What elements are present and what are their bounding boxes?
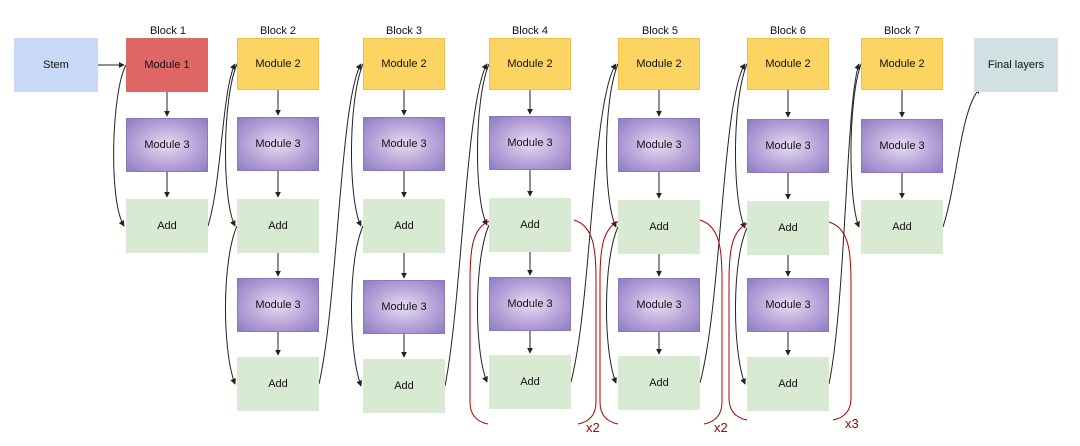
block-2-module-3-second: Module 3 bbox=[237, 278, 319, 332]
block-1-skip-arrow bbox=[113, 64, 127, 227]
block-2-to-block-3-arrow bbox=[318, 63, 362, 385]
block-2-add-second: Add bbox=[237, 357, 319, 411]
block-1-add: Add bbox=[126, 199, 208, 253]
repeat-label-block-4: x2 bbox=[586, 420, 600, 435]
block-6-add-second: Add bbox=[747, 357, 829, 411]
block-5-to-block-6-arrow bbox=[699, 63, 746, 384]
repeat-bracket-block-6-right bbox=[828, 221, 852, 421]
block-4-module-2: Module 2 bbox=[489, 38, 571, 90]
block-2-skip-arrow-1 bbox=[225, 63, 238, 227]
stem-box: Stem bbox=[14, 38, 98, 92]
block-3-skip-arrow-2 bbox=[351, 225, 364, 387]
block-6-skip-arrow-1 bbox=[735, 63, 748, 229]
block-5-label: Block 5 bbox=[641, 25, 679, 37]
block-6-to-block-7-arrow bbox=[828, 63, 861, 385]
block-1-label: Block 1 bbox=[149, 25, 187, 37]
block-4-label: Block 4 bbox=[511, 25, 549, 37]
block-5-add-second: Add bbox=[618, 356, 700, 410]
block-2-skip-arrow-2 bbox=[225, 225, 238, 385]
block-2-label: Block 2 bbox=[259, 25, 297, 37]
repeat-label-block-6: x3 bbox=[845, 416, 859, 431]
block-5-module-2: Module 2 bbox=[618, 38, 700, 90]
block-1-to-block-2-arrow bbox=[207, 63, 236, 227]
block-6-module-3-second: Module 3 bbox=[747, 278, 829, 332]
block-4-skip-arrow-2 bbox=[477, 224, 490, 383]
block-3-to-block-4-arrow bbox=[444, 63, 488, 387]
block-6-module-3: Module 3 bbox=[747, 119, 829, 173]
block-2-add: Add bbox=[237, 199, 319, 253]
block-7-to-final-arrow bbox=[942, 87, 981, 228]
block-3-skip-arrow-1 bbox=[351, 63, 364, 227]
block-3-label: Block 3 bbox=[385, 25, 423, 37]
block-7-module-3: Module 3 bbox=[861, 119, 943, 173]
block-7-add: Add bbox=[861, 200, 943, 254]
block-5-module-3: Module 3 bbox=[618, 118, 700, 172]
block-4-module-3: Module 3 bbox=[489, 116, 571, 170]
block-2-module-3: Module 3 bbox=[237, 117, 319, 171]
repeat-bracket-block-5-right bbox=[699, 219, 723, 425]
block-6-add: Add bbox=[747, 201, 829, 255]
block-7-module-2: Module 2 bbox=[861, 38, 943, 90]
block-3-add-second: Add bbox=[363, 359, 445, 413]
block-1-module-3: Module 3 bbox=[126, 118, 208, 172]
repeat-bracket-block-4-right bbox=[573, 219, 597, 425]
block-3-module-2: Module 2 bbox=[363, 38, 445, 90]
block-5-skip-arrow-1 bbox=[606, 63, 619, 228]
block-5-skip-arrow-2 bbox=[606, 226, 619, 384]
block-6-module-2: Module 2 bbox=[747, 38, 829, 90]
block-4-add: Add bbox=[489, 198, 571, 252]
block-4-skip-arrow-1 bbox=[477, 63, 490, 226]
block-5-add: Add bbox=[618, 200, 700, 254]
block-6-label: Block 6 bbox=[769, 25, 807, 37]
block-4-module-3-second: Module 3 bbox=[489, 277, 571, 331]
block-7-label: Block 7 bbox=[883, 25, 921, 37]
block-4-add-second: Add bbox=[489, 355, 571, 409]
repeat-label-block-5: x2 bbox=[714, 420, 728, 435]
block-5-module-3-second: Module 3 bbox=[618, 278, 700, 332]
block-1-module-1: Module 1 bbox=[126, 38, 208, 92]
block-7-skip-arrow bbox=[850, 63, 862, 228]
block-3-module-3-second: Module 3 bbox=[363, 280, 445, 334]
block-6-skip-arrow-2 bbox=[735, 227, 748, 385]
block-3-module-3: Module 3 bbox=[363, 117, 445, 171]
block-3-add: Add bbox=[363, 199, 445, 253]
block-2-module-2: Module 2 bbox=[237, 38, 319, 90]
final-layers-box: Final layers bbox=[974, 38, 1058, 92]
block-4-to-block-5-arrow bbox=[570, 63, 617, 383]
